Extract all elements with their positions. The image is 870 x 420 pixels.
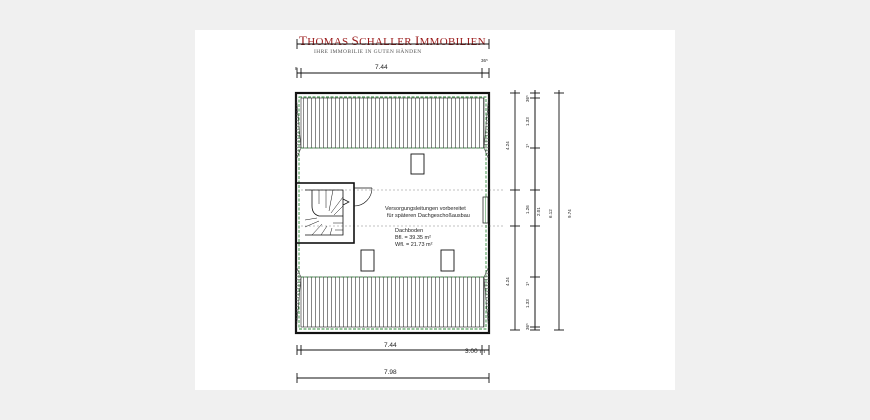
- dim-right-c1-note-top: 1⁵: [525, 143, 530, 148]
- dim-top-small-left: 8: [295, 66, 298, 71]
- gable-left-top: [295, 92, 302, 161]
- dim-right-c2-top: 4.24: [505, 141, 510, 150]
- dim-right-c1-bottom: 36⁵: [525, 323, 530, 330]
- dim-right-c3: 6.12: [548, 209, 553, 218]
- floor-plan-drawing: 8 7.44 36⁵: [294, 39, 572, 383]
- dim-right-c4: 9.74: [567, 209, 572, 218]
- gable-left-bottom: [295, 265, 302, 334]
- gable-right-bottom: [483, 265, 490, 334]
- brand-rest-2: CHALLER: [359, 36, 415, 48]
- room-bgf: Bfl. = 39.35 m²: [395, 235, 431, 241]
- dim-right-chain-2: [510, 90, 520, 331]
- brand-rest-3: MMOBILIEN: [419, 36, 486, 48]
- brand-rest-1: HOMAS: [307, 36, 352, 48]
- dim-right-c2-bottom: 4.24: [505, 277, 510, 286]
- brand-initial-t: T: [299, 33, 308, 48]
- roof-slope-top: [300, 97, 485, 149]
- skylight-bottom-left: [360, 249, 375, 272]
- dim-right-c1-note-bottom: 1⁵: [525, 281, 530, 286]
- brand-initial-s: S: [351, 33, 360, 48]
- dim-top-main: [296, 68, 490, 78]
- skylight-top: [410, 153, 425, 175]
- dim-right-chain-4: [554, 90, 564, 331]
- dim-right-c2-mid: 2.01: [536, 207, 541, 216]
- brand-initial-i: I: [414, 33, 420, 48]
- dim-right-c1-top: 36⁵: [525, 95, 530, 102]
- gable-right-top: [483, 92, 490, 161]
- dim-bottom-right-label: 3.00 m: [465, 348, 485, 355]
- dim-right-c1-mid-bottom: 1.33: [525, 299, 530, 308]
- dim-right-c1-mid-top: 1.33: [525, 117, 530, 126]
- dim-bottom-main-label: 7.44: [384, 342, 397, 349]
- dim-top-small-right: 36⁵: [481, 58, 488, 63]
- note-supply-1: Versorgungsleitungen vorbereitet: [385, 206, 466, 212]
- note-supply-2: für späteren Dachgeschoßausbau: [387, 213, 470, 219]
- brand-logo: THOMAS SCHALLER IMMOBILIEN: [299, 33, 486, 49]
- dim-top-logo-line: [296, 39, 490, 49]
- dim-bottom-overall: [296, 373, 490, 383]
- floor-plan-sheet: THOMAS SCHALLER IMMOBILIEN IHRE IMMOBILI…: [195, 30, 675, 390]
- room-name: Dachboden: [395, 228, 423, 234]
- roof-slope-bottom: [300, 276, 485, 328]
- brand-tagline: IHRE IMMOBILIE IN GUTEN HÄNDEN: [314, 49, 422, 55]
- skylight-bottom-right: [440, 249, 455, 272]
- dim-top-main-label: 7.44: [375, 64, 388, 71]
- staircase: [295, 182, 373, 244]
- dim-right-c1-mid: 1.26: [525, 205, 530, 214]
- dim-bottom-overall-label: 7.98: [384, 369, 397, 376]
- dim-bottom-main: [296, 345, 490, 355]
- room-wfl: Wfl. = 21.73 m²: [395, 242, 433, 248]
